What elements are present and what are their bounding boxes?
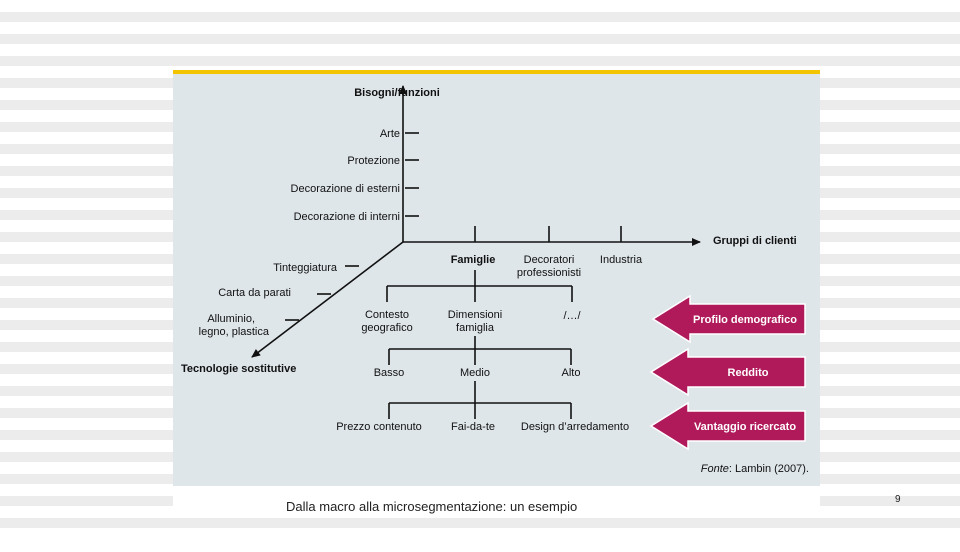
figure-panel: Bisogni/funzioni Gruppi di clienti Tecno…: [173, 74, 820, 552]
level2-label: Medio: [460, 367, 490, 379]
x-item-label: professionisti: [517, 267, 581, 279]
arrow-reddito: Reddito: [649, 347, 806, 397]
z-items: Tinteggiatura Carta da parati Alluminio,…: [199, 262, 359, 338]
arrow-label: Profilo demografico: [693, 314, 797, 326]
y-item-label: Decorazione di interni: [294, 211, 400, 223]
z-axis-label: Tecnologie sostitutive: [181, 363, 296, 375]
arrow-vantaggio-ricercato: Vantaggio ricercato: [649, 401, 806, 451]
tree-level2: Basso Medio Alto: [374, 336, 581, 379]
slide: Bisogni/funzioni Gruppi di clienti Tecno…: [173, 70, 820, 516]
x-axis-label: Gruppi di clienti: [713, 235, 797, 247]
level1-label: geografico: [361, 322, 412, 334]
z-item-label: legno, plastica: [199, 326, 270, 338]
level3-label: Prezzo contenuto: [336, 421, 422, 433]
source-note: Fonte: Lambin (2007).: [701, 463, 809, 475]
source-prefix: Fonte: [701, 463, 729, 475]
z-item-label: Alluminio,: [207, 313, 255, 325]
z-item-label: Tinteggiatura: [273, 262, 338, 274]
figure-caption: Dalla macro alla microsegmentazione: un …: [286, 499, 578, 514]
arrow-label: Reddito: [728, 367, 769, 379]
segmentation-diagram: Bisogni/funzioni Gruppi di clienti Tecno…: [173, 74, 820, 486]
diagram-svg: Bisogni/funzioni Gruppi di clienti Tecno…: [181, 85, 809, 475]
level1-label: Contesto: [365, 309, 409, 321]
level1-label: famiglia: [456, 322, 495, 334]
level2-label: Alto: [562, 367, 581, 379]
source-text: : Lambin (2007).: [729, 463, 809, 475]
z-axis: [251, 241, 404, 358]
x-item-label: Famiglie: [451, 254, 496, 266]
y-axis-label: Bisogni/funzioni: [354, 87, 440, 99]
level1-label: Dimensioni: [448, 309, 502, 321]
level3-label: Fai-da-te: [451, 421, 495, 433]
page-number: 9: [895, 494, 901, 505]
level3-label: Design d’arredamento: [521, 421, 629, 433]
y-items: Arte Protezione Decorazione di esterni D…: [291, 128, 419, 223]
y-item-label: Protezione: [347, 155, 400, 167]
tree-level1: Contesto geografico Dimensioni famiglia …: [361, 270, 581, 334]
tree-level3: Prezzo contenuto Fai-da-te Design d’arre…: [336, 381, 629, 433]
x-item-label: Decoratori: [524, 254, 575, 266]
x-items: Famiglie Decoratori professionisti Indus…: [451, 226, 643, 279]
z-item-label: Carta da parati: [218, 287, 291, 299]
level2-label: Basso: [374, 367, 405, 379]
arrow-profilo-demografico: Profilo demografico: [651, 294, 806, 344]
y-item-label: Arte: [380, 128, 400, 140]
accent-line: [173, 70, 820, 74]
level1-label: /…/: [563, 310, 581, 322]
y-item-label: Decorazione di esterni: [291, 183, 400, 195]
x-item-label: Industria: [600, 254, 643, 266]
arrow-label: Vantaggio ricercato: [694, 421, 796, 433]
